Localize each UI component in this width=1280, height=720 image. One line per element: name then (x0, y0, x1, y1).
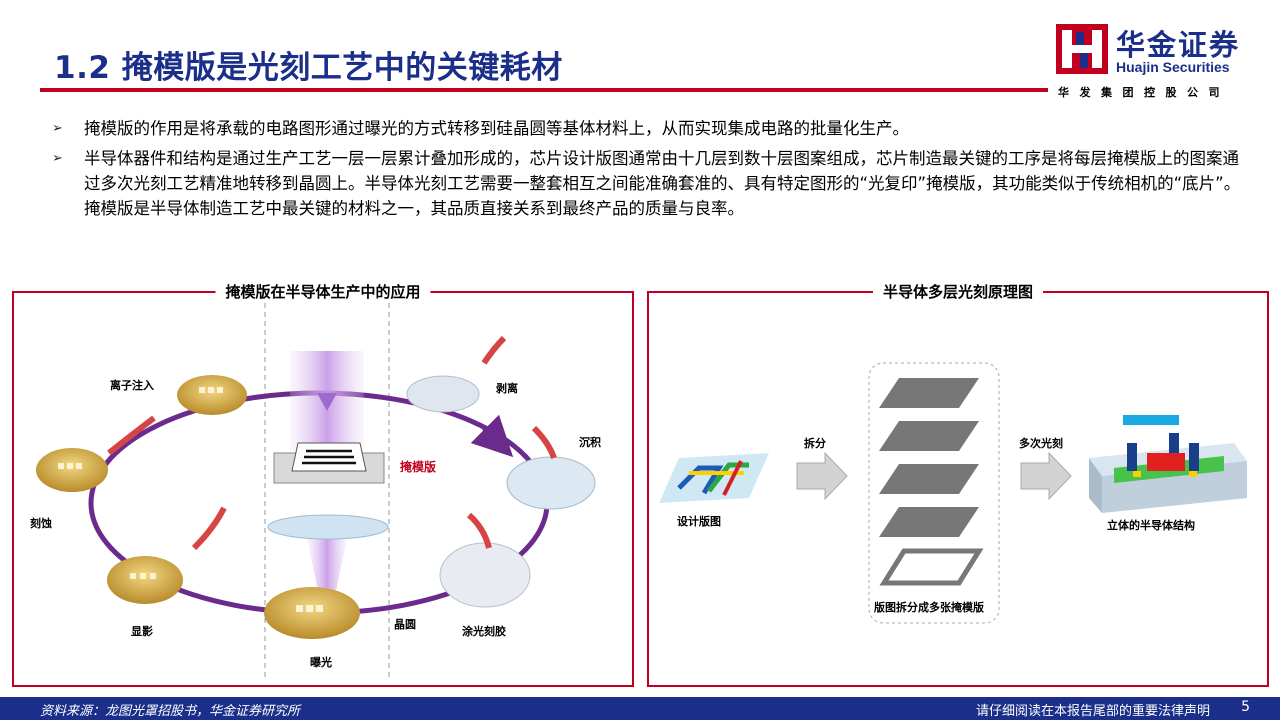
wafer-expose (264, 587, 360, 639)
arrow-bullet-icon: ➢ (52, 151, 63, 166)
label-coat: 涂光刻胶 (462, 625, 506, 638)
wafer-deposit (506, 456, 596, 510)
arrow-bullet-icon: ➢ (52, 121, 63, 136)
title-divider (40, 88, 1048, 92)
multilayer-lithography-panel: 半导体多层光刻原理图 (647, 281, 1269, 687)
label-multi-exposure: 多次光刻 (1019, 437, 1063, 450)
wafer-coat (439, 542, 531, 608)
logo-subtitle: 华发集团控股公司 (1058, 86, 1230, 99)
panel-title: 掩模版在半导体生产中的应用 (215, 281, 431, 302)
logo-chinese-name: 华金证券 (1116, 28, 1241, 62)
bullet-list: ➢ 掩模版的作用是将承载的电路图形通过曝光的方式转移到硅晶圆等基体材料上，从而实… (52, 116, 1252, 226)
multilayer-lithography-diagram (659, 362, 1247, 624)
label-develop: 显影 (131, 625, 153, 638)
label-ion: 离子注入 (110, 379, 154, 392)
wafer-ion (177, 375, 247, 415)
bullet-text: 半导体器件和结构是通过生产工艺一层一层累计叠加形成的，芯片设计版图通常由十几层到… (84, 149, 1241, 218)
legal-notice: 请仔细阅读在本报告尾部的重要法律声明 (975, 704, 1210, 719)
page-title: 1.2 掩模版是光刻工艺中的关键耗材 (54, 50, 563, 86)
wafer-etch (36, 448, 108, 492)
lithography-cycle-diagram (36, 303, 596, 678)
wafer-develop (107, 556, 183, 604)
label-mask-split: 版图拆分成多张掩模版 (874, 601, 984, 614)
source-note: 资料来源：龙图光罩招股书，华金证券研究所 (40, 704, 301, 719)
design-layout-icon (659, 453, 769, 503)
footer-bar: 资料来源：龙图光罩招股书，华金证券研究所 请仔细阅读在本报告尾部的重要法律声明 … (0, 697, 1280, 720)
huajin-logo-icon (1056, 24, 1108, 74)
company-logo: 华金证券 Huajin Securities 华发集团控股公司 (1056, 22, 1268, 102)
logo-english-name: Huajin Securities (1116, 59, 1230, 75)
mask-stack-icon (879, 378, 979, 537)
label-expose: 曝光 (310, 656, 332, 669)
bullet-item: ➢ 掩模版的作用是将承载的电路图形通过曝光的方式转移到硅晶圆等基体材料上，从而实… (52, 116, 1252, 141)
bullet-text: 掩模版的作用是将承载的电路图形通过曝光的方式转移到硅晶圆等基体材料上，从而实现集… (84, 119, 909, 138)
semiconductor-structure-icon (1089, 415, 1247, 513)
page-number: 5 (1241, 699, 1250, 715)
bullet-item: ➢ 半导体器件和结构是通过生产工艺一层一层累计叠加形成的，芯片设计版图通常由十几… (52, 146, 1252, 221)
label-design-layout: 设计版图 (677, 515, 721, 528)
label-etch: 刻蚀 (30, 517, 52, 530)
mask-application-panel: 掩模版在半导体生产中的应用 (12, 281, 634, 687)
label-mask: 掩模版 (400, 460, 437, 474)
wafer-strip (406, 375, 480, 413)
label-wafer: 晶圆 (394, 618, 416, 631)
label-deposit: 沉积 (579, 436, 601, 449)
label-3d-structure: 立体的半导体结构 (1107, 519, 1195, 532)
label-strip: 剥离 (496, 382, 518, 395)
panel-title: 半导体多层光刻原理图 (872, 281, 1044, 302)
label-split: 拆分 (804, 437, 826, 450)
